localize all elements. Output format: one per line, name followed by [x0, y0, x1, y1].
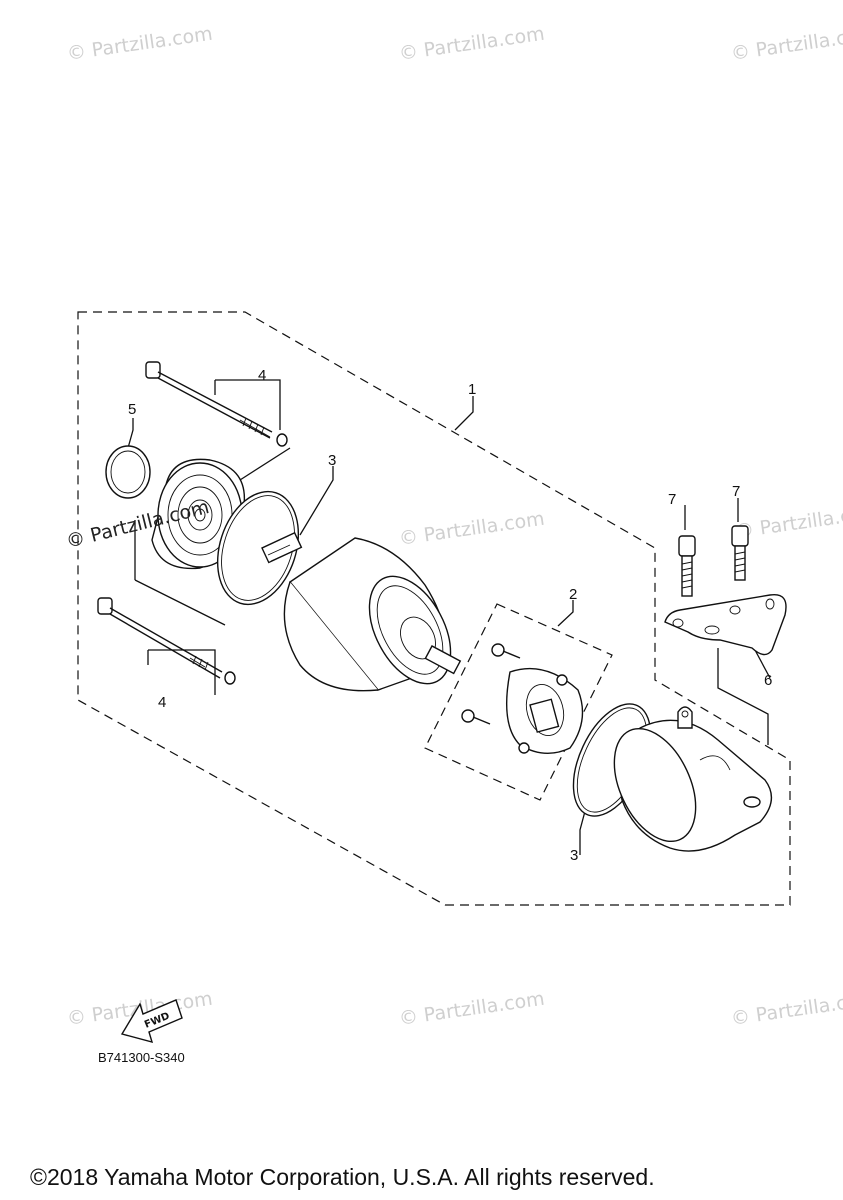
copyright-notice: ©2018 Yamaha Motor Corporation, U.S.A. A… [30, 1164, 655, 1190]
diagram-code: B741300-S340 [98, 1050, 185, 1065]
mounting-bracket [664, 593, 787, 656]
assembly-outline-1 [77, 311, 791, 906]
callout-3-upper: 3 [328, 452, 336, 469]
o-ring [105, 445, 151, 499]
flange-bolt-right [731, 525, 749, 581]
callout-4-lower: 4 [158, 694, 166, 711]
callout-2: 2 [569, 586, 577, 603]
motor-yoke [261, 531, 462, 692]
fwd-arrow-icon: FWD [120, 999, 183, 1043]
brush-holder [461, 643, 584, 754]
watermark: © Partzilla.com [734, 501, 843, 543]
watermark: © Partzilla.com [398, 508, 546, 550]
callout-7-right: 7 [732, 483, 740, 500]
watermark: © Partzilla.com [398, 23, 546, 65]
callouts: 1 2 3 3 4 4 5 6 7 7 [128, 367, 772, 864]
watermark: © Partzilla.com [66, 23, 214, 65]
callout-5: 5 [128, 401, 136, 418]
callout-3-lower: 3 [570, 847, 578, 864]
callout-4-upper: 4 [258, 367, 266, 384]
through-bolt-upper [145, 361, 288, 447]
leader-lines [127, 379, 771, 855]
large-o-ring-upper [216, 490, 300, 606]
flange-bolt-left [678, 535, 696, 597]
callout-6: 6 [764, 672, 772, 689]
through-bolt-lower [97, 597, 236, 685]
callout-1: 1 [468, 381, 476, 398]
assembly-outline-2 [424, 603, 613, 801]
watermark: © Partzilla.com [730, 23, 843, 65]
callout-7-left: 7 [668, 491, 676, 508]
watermark: © Partzilla.com [730, 988, 843, 1030]
rear-cover [613, 706, 773, 852]
watermark: © Partzilla.com [398, 988, 546, 1030]
